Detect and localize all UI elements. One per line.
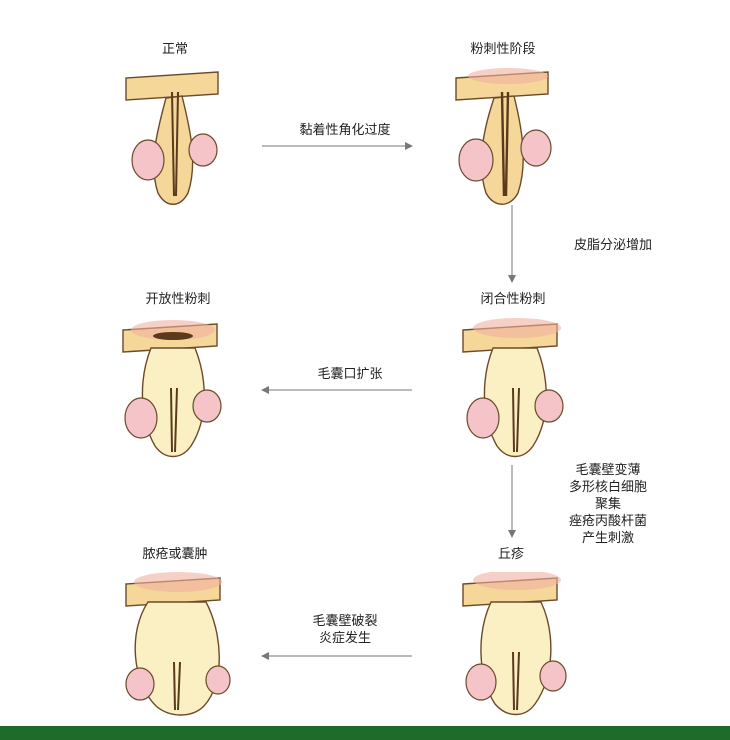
step-label-line: 聚集 xyxy=(594,497,621,512)
stage-title-microcomedo: 粉刺性阶段 xyxy=(470,42,536,57)
step-label-line: 毛囊壁破裂 xyxy=(312,614,378,629)
step-label-hyperkeratosis: 黏着性角化过度 xyxy=(299,123,391,138)
stage-title-open-comedo: 开放性粉刺 xyxy=(145,292,211,307)
follicle-normal-illustration xyxy=(125,71,219,205)
follicle-closed-comedo-illustration xyxy=(462,318,564,458)
step-label-inflammation-causes: 毛囊壁变薄 多形核白细胞 聚集 痤疮丙酸杆菌 产生刺激 xyxy=(548,462,668,547)
footer-bar xyxy=(0,726,730,740)
follicle-papule-illustration xyxy=(462,572,567,716)
step-label-line: 多形核白细胞 xyxy=(568,480,647,495)
step-label-line: 毛囊壁变薄 xyxy=(575,463,641,478)
follicle-microcomedo-illustration xyxy=(455,68,552,205)
stage-title-papule: 丘疹 xyxy=(497,547,524,562)
stage-title-pustule-cyst: 脓疮或囊肿 xyxy=(142,547,208,562)
step-label-line: 产生刺激 xyxy=(581,531,634,546)
stage-title-closed-comedo: 闭合性粉刺 xyxy=(480,292,546,307)
step-label-sebum-increase: 皮脂分泌增加 xyxy=(573,238,652,253)
step-label-wall-rupture: 毛囊壁破裂 炎症发生 xyxy=(290,613,400,647)
stage-title-normal: 正常 xyxy=(161,42,188,57)
step-label-orifice-dilation: 毛囊口扩张 xyxy=(317,367,383,382)
step-label-line: 痤疮丙酸杆菌 xyxy=(568,514,647,529)
step-label-line: 炎症发生 xyxy=(318,631,371,646)
follicle-pustule-cyst-illustration xyxy=(125,572,231,716)
follicle-open-comedo-illustration xyxy=(122,320,222,458)
